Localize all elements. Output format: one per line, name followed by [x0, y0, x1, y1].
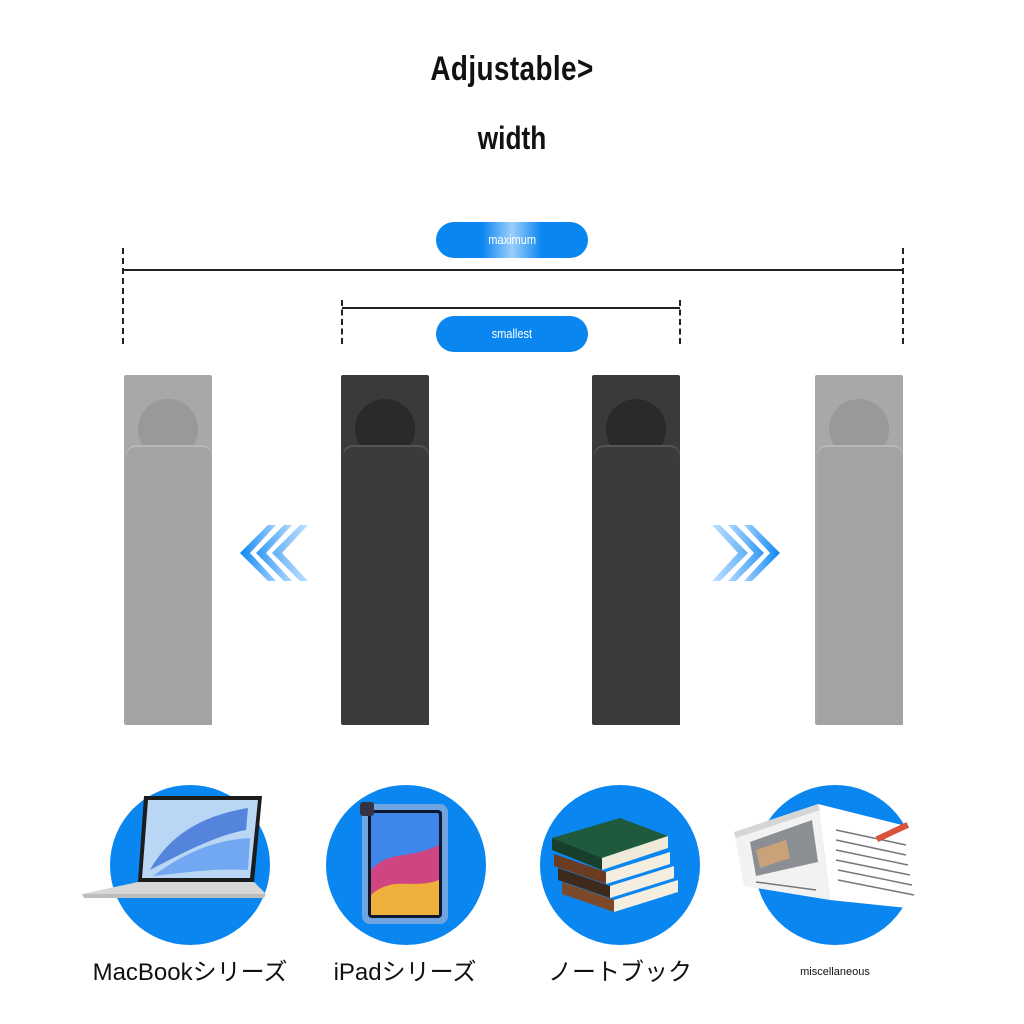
maximum-right-dash: [902, 248, 904, 344]
maximum-left-dash: [122, 248, 124, 344]
bracket-max-left: [124, 375, 212, 725]
laptop-icon: [82, 796, 266, 898]
smallest-badge: smallest: [436, 316, 588, 352]
category-label-ipad: iPadシリーズ: [333, 959, 477, 986]
title-adjustable: Adjustable>: [430, 50, 594, 88]
magazine-icon: [734, 804, 926, 910]
title-width: width: [477, 120, 547, 156]
category-label-notebook: ノートブック: [548, 959, 692, 986]
bracket-min-left: [341, 375, 429, 725]
smallest-right-dash: [679, 300, 681, 344]
maximum-badge: maximum: [436, 222, 588, 258]
smallest-left-dash: [341, 300, 343, 344]
category-label-misc: miscellaneous: [800, 966, 870, 978]
bracket-min-right: [592, 375, 680, 725]
chevron-left-icon: [240, 525, 308, 581]
smallest-label: smallest: [491, 326, 533, 341]
books-icon: [552, 818, 678, 912]
category-label-macbook: MacBookシリーズ: [92, 959, 288, 986]
bracket-max-right: [815, 375, 903, 725]
smallest-width-line: [342, 307, 680, 309]
chevron-right-icon: [712, 525, 780, 581]
tablet-icon: [360, 802, 448, 924]
maximum-label: maximum: [488, 232, 536, 247]
maximum-width-line: [123, 269, 904, 271]
